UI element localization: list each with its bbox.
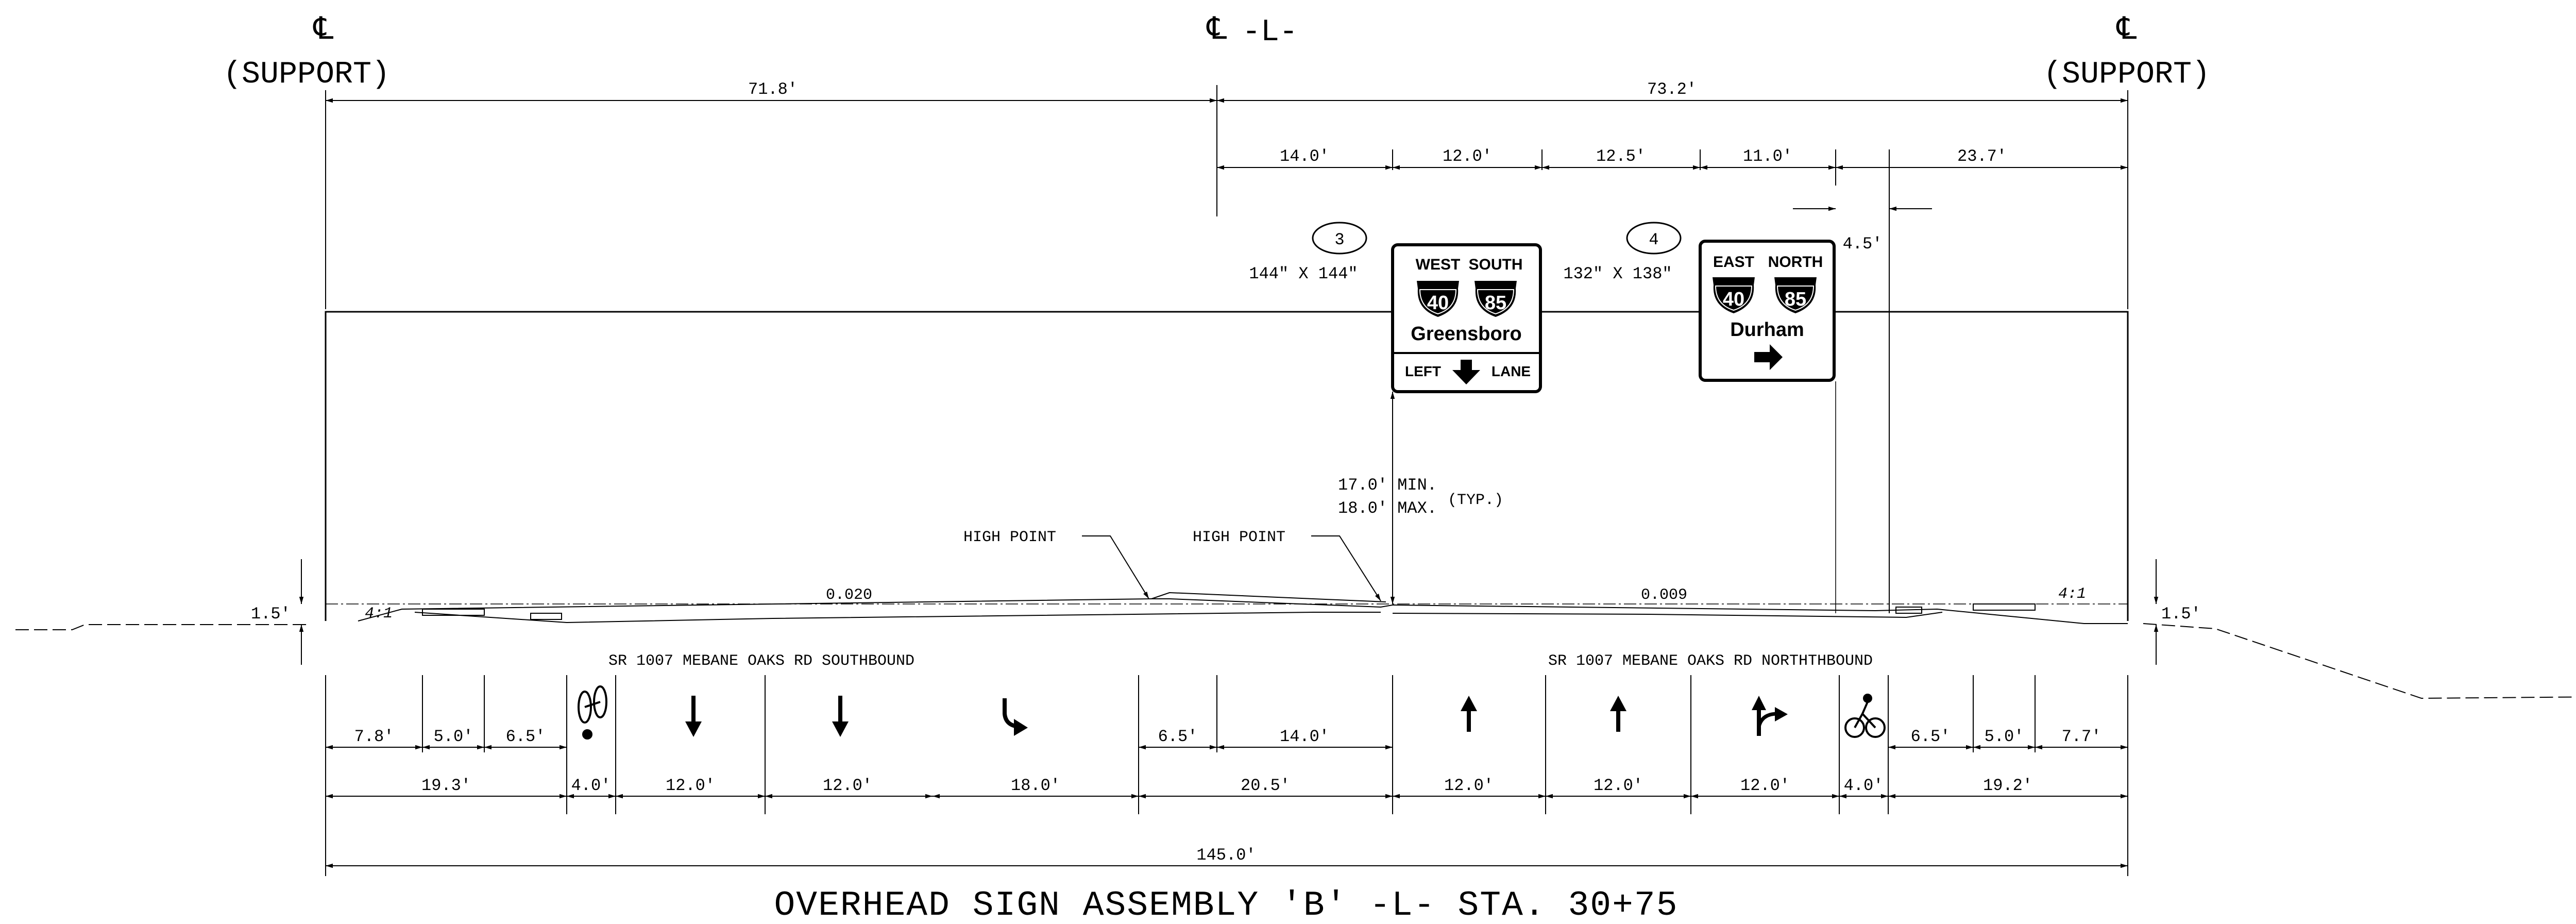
overhead-truss [325,311,2129,621]
dim-segment-3: 12.5′ [1596,147,1646,166]
lane-dim-r1-0: 7.8′ [354,727,394,746]
sign-4-shield-1: 40 [1713,277,1755,313]
dim-right-span: 73.2′ [1647,80,1697,99]
dim-segment-4: 11.0′ [1743,147,1792,166]
clearance-min: 17.0′ MIN. [1338,476,1437,495]
sign-4-shield-2: 85 [1774,277,1817,313]
sign-4-shield-1-number: 40 [1723,289,1744,310]
up-arrow-icon [1610,696,1626,732]
high-point-label-2: HIGH POINT [1193,529,1285,546]
sign-3-destination: Greensboro [1411,323,1521,345]
lane-dim-r1-2: 6.5′ [506,727,546,746]
southbound-label: SR 1007 MEBANE OAKS RD SOUTHBOUND [608,652,914,670]
slope-left: 0.020 [826,586,872,604]
sign-4-dir2: NORTH [1768,254,1823,271]
lane-dim-r1-5: 6.5′ [1911,727,1951,746]
uturn-arrow-icon [1003,698,1028,736]
drawing-title: OVERHEAD SIGN ASSEMBLY 'B' -L- STA. 30+7… [774,886,1678,924]
lane-dim-r2-5: 20.5′ [1241,776,1290,795]
centerline-center-symbol: ℄ [1206,13,1227,48]
sign-3-shield-1: 40 [1417,281,1459,317]
down-arrow-icon [685,696,702,737]
lane-dim-r2-1: 4.0′ [571,776,611,795]
sign-4-number: 4 [1649,230,1658,249]
lane-dim-r2-10: 19.2′ [1983,776,2032,795]
lane-dim-r2-7: 12.0′ [1594,776,1643,795]
centerline-right-symbol: ℄ [2116,13,2137,48]
centerline-center: ℄ -L- [1206,13,1298,50]
sign-4-shield-2-number: 85 [1785,289,1806,310]
sign-3-lane-left: LEFT [1405,363,1441,379]
lane-dim-r2-4: 18.0′ [1011,776,1060,795]
slope-right: 0.009 [1641,586,1687,604]
sign-4: 4 132″ X 138″ EAST NORTH 40 85 Durham [1563,222,1836,382]
sign-3-shield-2-number: 85 [1485,292,1506,314]
high-point-label-1: HIGH POINT [963,529,1056,546]
sign-3: 3 144″ X 144″ WEST SOUTH 40 85 Greensbor… [1249,222,1542,393]
dim-segment-2: 12.0′ [1443,147,1492,166]
high-point-leaders [1082,535,1381,601]
dim-offset: 4.5′ [1843,234,1883,254]
right-arrow-icon [1754,344,1783,370]
sign-3-number-badge [1312,222,1367,255]
lane-dim-r2-0: 19.3′ [421,776,471,795]
lane-extension-lines [325,675,2128,876]
up-arrow-icon [1461,696,1477,732]
sign-3-shield-2: 85 [1475,281,1517,317]
sign-4-number-badge [1626,222,1682,255]
sign-4-dir1: EAST [1713,254,1754,271]
lane-dim-r1-4: 14.0′ [1280,727,1329,746]
clearance-max: 18.0′ MAX. [1338,499,1437,518]
bicycle-icon [1844,694,1886,738]
dim-segment-1: 14.0′ [1280,147,1329,166]
dim-left-span: 71.8′ [748,80,798,99]
reference-lines [325,85,2128,613]
sign-3-dir2: SOUTH [1469,256,1523,273]
sign-3-lane-right: LANE [1492,363,1531,379]
lane-dim-r2-2: 12.0′ [666,776,715,795]
down-arrow-icon [832,696,849,737]
lane-dim-r2-8: 12.0′ [1740,776,1790,795]
centerline-left: ℄ (SUPPORT) [223,13,390,92]
up-right-arrow-icon [1752,696,1788,736]
roadway-profile [15,592,2576,699]
down-arrow-icon [1452,360,1480,384]
lane-dim-r2-9: 4.0′ [1844,776,1884,795]
total-width: 145.0′ [1196,846,1256,865]
centerline-left-symbol: ℄ [313,13,334,48]
clearance-typ: (TYP.) [1448,492,1503,509]
edge-dimensions [299,559,2159,665]
sign-3-number: 3 [1334,230,1344,249]
sign-4-size: 132″ X 138″ [1563,264,1672,283]
centerline-right: ℄ (SUPPORT) [2043,13,2210,92]
lane-dim-r1-7: 7.7′ [2062,727,2102,746]
bicycle-icon [578,685,607,740]
northbound-label: SR 1007 MEBANE OAKS RD NORTHTHBOUND [1548,652,1873,670]
lane-dim-r1-6: 5.0′ [1985,727,2024,746]
sign-4-destination: Durham [1730,319,1804,341]
sign-3-dir1: WEST [1416,256,1461,273]
edge-left: 1.5′ [251,604,291,624]
top-dimension-lines [326,98,2128,211]
centerline-right-label: (SUPPORT) [2043,57,2210,92]
edge-right: 1.5′ [2161,604,2201,624]
centerline-left-label: (SUPPORT) [223,57,390,92]
grade-left: 4:1 [365,605,393,623]
sign-3-shield-1-number: 40 [1427,292,1449,314]
sign-3-size: 144″ X 144″ [1249,264,1358,283]
sign-4-panel [1699,240,1836,382]
grade-right: 4:1 [2058,585,2086,603]
lane-dim-r2-3: 12.0′ [823,776,872,795]
lane-dim-r1-3: 6.5′ [1158,727,1198,746]
centerline-center-label: -L- [1242,15,1298,50]
lane-dim-r1-1: 5.0′ [434,727,473,746]
dim-segment-5: 23.7′ [1957,147,2007,166]
lane-dim-r2-6: 12.0′ [1444,776,1494,795]
